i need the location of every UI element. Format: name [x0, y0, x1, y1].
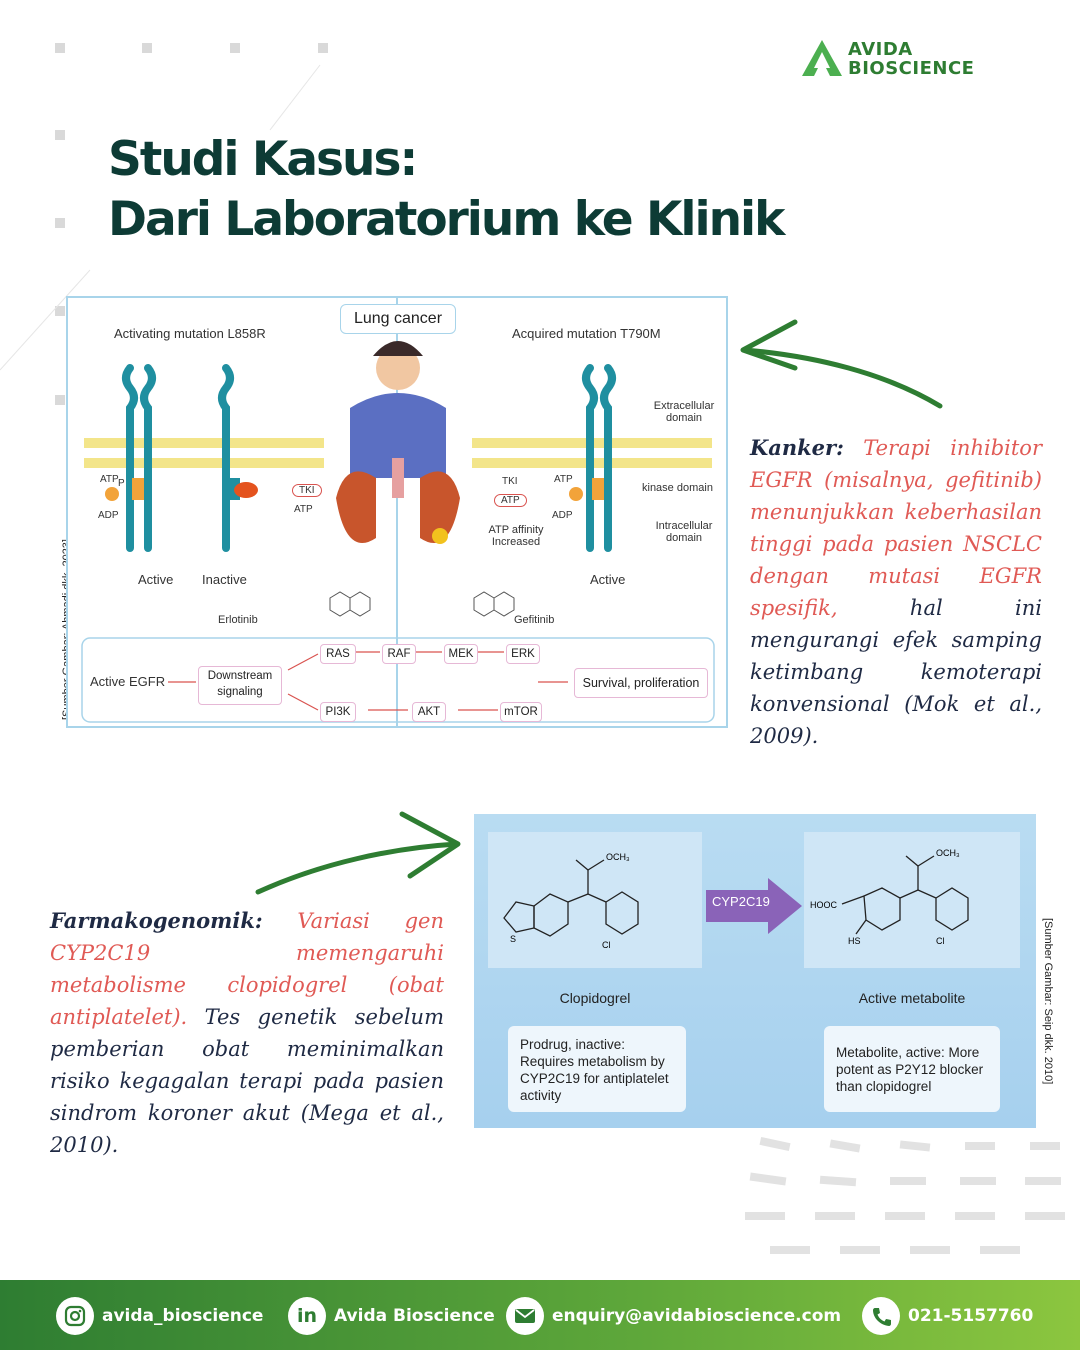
atp-right: ATP	[554, 474, 573, 485]
tki-right: TKI	[502, 476, 518, 487]
enzyme-label: CYP2C19	[712, 894, 770, 909]
svg-text:HS: HS	[848, 936, 861, 946]
metabolite-name: Active metabolite	[858, 990, 966, 1006]
atp-affinity: ATP affinity Increased	[488, 524, 544, 548]
cancer-lead: Kanker:	[750, 435, 844, 460]
pharmacogenomics-paragraph: Farmakogenomik: Variasi gen CYP2C19 meme…	[50, 905, 444, 1161]
drug-erlotinib: Erlotinib	[218, 614, 258, 626]
pharma-highlight: Variasi gen CYP2C19 memengaruhi metaboli…	[50, 909, 444, 1029]
instagram-icon	[56, 1297, 94, 1335]
atp-left-2: ATP	[294, 504, 313, 515]
atp-left: ATP	[100, 474, 119, 485]
decor-square	[55, 395, 65, 405]
lung-cancer-label: Lung cancer	[340, 304, 456, 334]
pathway-akt: AKT	[412, 702, 446, 722]
state-active-left: Active	[138, 572, 174, 587]
brand-line2: BIOSCIENCE	[848, 58, 975, 79]
footer-email[interactable]: enquiry@avidabioscience.com	[506, 1297, 841, 1335]
prodrug-info: Prodrug, inactive: Requires metabolism b…	[508, 1026, 686, 1112]
enzyme-arrow-icon	[706, 878, 802, 934]
pathway-pi3k: PI3K	[320, 702, 356, 722]
metabolite-structure: HOOC HS Cl OCH₃	[804, 832, 1020, 968]
metabolite-structure-icon: HOOC HS Cl OCH₃	[810, 848, 969, 946]
decor-square	[318, 43, 328, 53]
right-heading: Acquired mutation T790M	[512, 326, 661, 341]
arrow-to-figure1-icon	[740, 319, 943, 409]
footer-linkedin[interactable]: in Avida Bioscience	[288, 1297, 495, 1335]
extracellular-label: Extracellular domain	[653, 400, 715, 424]
decor-square	[55, 43, 65, 53]
title-line2: Dari Laboratorium ke Klinik	[108, 192, 785, 247]
cancer-rest: hal ini mengurangi efek samping ketimban…	[750, 596, 1042, 748]
email-address: enquiry@avidabioscience.com	[552, 1306, 842, 1326]
pathway-start: Active EGFR	[90, 674, 166, 689]
pharma-lead: Farmakogenomik:	[50, 908, 263, 933]
decor-dashes	[745, 1136, 1065, 1254]
p-left: P	[118, 478, 125, 489]
arrow-to-figure2-icon	[255, 811, 461, 895]
metabolite-info: Metabolite, active: More potent as P2Y12…	[824, 1026, 1000, 1112]
state-inactive: Inactive	[202, 572, 247, 587]
decor-square	[55, 130, 65, 140]
phone-number: 021-5157760	[908, 1306, 1034, 1326]
kinase-label: kinase domain	[642, 482, 713, 494]
instagram-handle: avida_bioscience	[102, 1306, 264, 1326]
adp-right: ADP	[552, 510, 573, 521]
egfr-figure: Lung cancer Activating mutation L858R Ac…	[66, 296, 728, 728]
svg-text:Cl: Cl	[602, 940, 611, 950]
decor-square	[55, 218, 65, 228]
svg-text:OCH₃: OCH₃	[936, 848, 960, 858]
egfr-diagram	[81, 298, 715, 726]
drug-gefitinib: Gefitinib	[514, 614, 555, 626]
linkedin-name: Avida Bioscience	[334, 1306, 495, 1326]
pathway-downstream: Downstream signaling	[198, 666, 282, 705]
cancer-highlight: Terapi inhibitor EGFR (misalnya, gefitin…	[750, 436, 1042, 620]
footer-instagram[interactable]: avida_bioscience	[56, 1297, 263, 1335]
clopidogrel-figure: S Cl OCH₃ HOOC HS Cl OCH₃ CYP2C1	[474, 814, 1036, 1128]
clopidogrel-name: Clopidogrel	[559, 990, 631, 1006]
figure2-source: [Sumber Gambar: Seip dkk. 2010]	[1042, 918, 1054, 1085]
svg-text:Cl: Cl	[936, 936, 945, 946]
decor-square	[142, 43, 152, 53]
mail-icon	[506, 1297, 544, 1335]
decor-lines	[0, 64, 321, 371]
clopidogrel-structure: S Cl OCH₃	[488, 832, 702, 968]
footer-phone[interactable]: 021-5157760	[862, 1297, 1033, 1335]
page-title: Studi Kasus: Dari Laboratorium ke Klinik	[108, 130, 1008, 250]
svg-text:S: S	[510, 934, 516, 944]
adp-left: ADP	[98, 510, 119, 521]
pharma-rest: Tes genetik sebelum pemberian obat memin…	[50, 1005, 444, 1157]
brand-logo: AVIDA BIOSCIENCE	[800, 38, 1000, 82]
phone-icon	[862, 1297, 900, 1335]
brand-name: AVIDA BIOSCIENCE	[848, 40, 974, 78]
footer-bar: avida_bioscience in Avida Bioscience enq…	[0, 1280, 1080, 1350]
pathway-mtor: mTOR	[500, 702, 542, 722]
pathway-ras: RAS	[320, 644, 356, 664]
linkedin-icon: in	[288, 1297, 326, 1335]
clopidogrel-structure-icon: S Cl OCH₃	[503, 852, 639, 950]
pathway-end: Survival, proliferation	[574, 668, 708, 698]
pathway-erk: ERK	[506, 644, 540, 664]
logo-mark-icon	[802, 40, 842, 76]
pathway-mek: MEK	[444, 644, 478, 664]
brand-line1: AVIDA	[848, 39, 913, 60]
svg-text:OCH₃: OCH₃	[606, 852, 630, 862]
cancer-paragraph: Kanker: Terapi inhibitor EGFR (misalnya,…	[750, 432, 1042, 752]
atp-right-circle: ATP	[494, 494, 527, 507]
tki-left: TKI	[292, 484, 322, 497]
svg-text:HOOC: HOOC	[810, 900, 838, 910]
intracellular-label: Intracellular domain	[655, 520, 713, 544]
decor-square	[55, 306, 65, 316]
title-line1: Studi Kasus:	[108, 132, 418, 187]
left-heading: Activating mutation L858R	[114, 326, 266, 341]
pathway-raf: RAF	[382, 644, 416, 664]
decor-square	[230, 43, 240, 53]
state-active-right: Active	[590, 572, 626, 587]
